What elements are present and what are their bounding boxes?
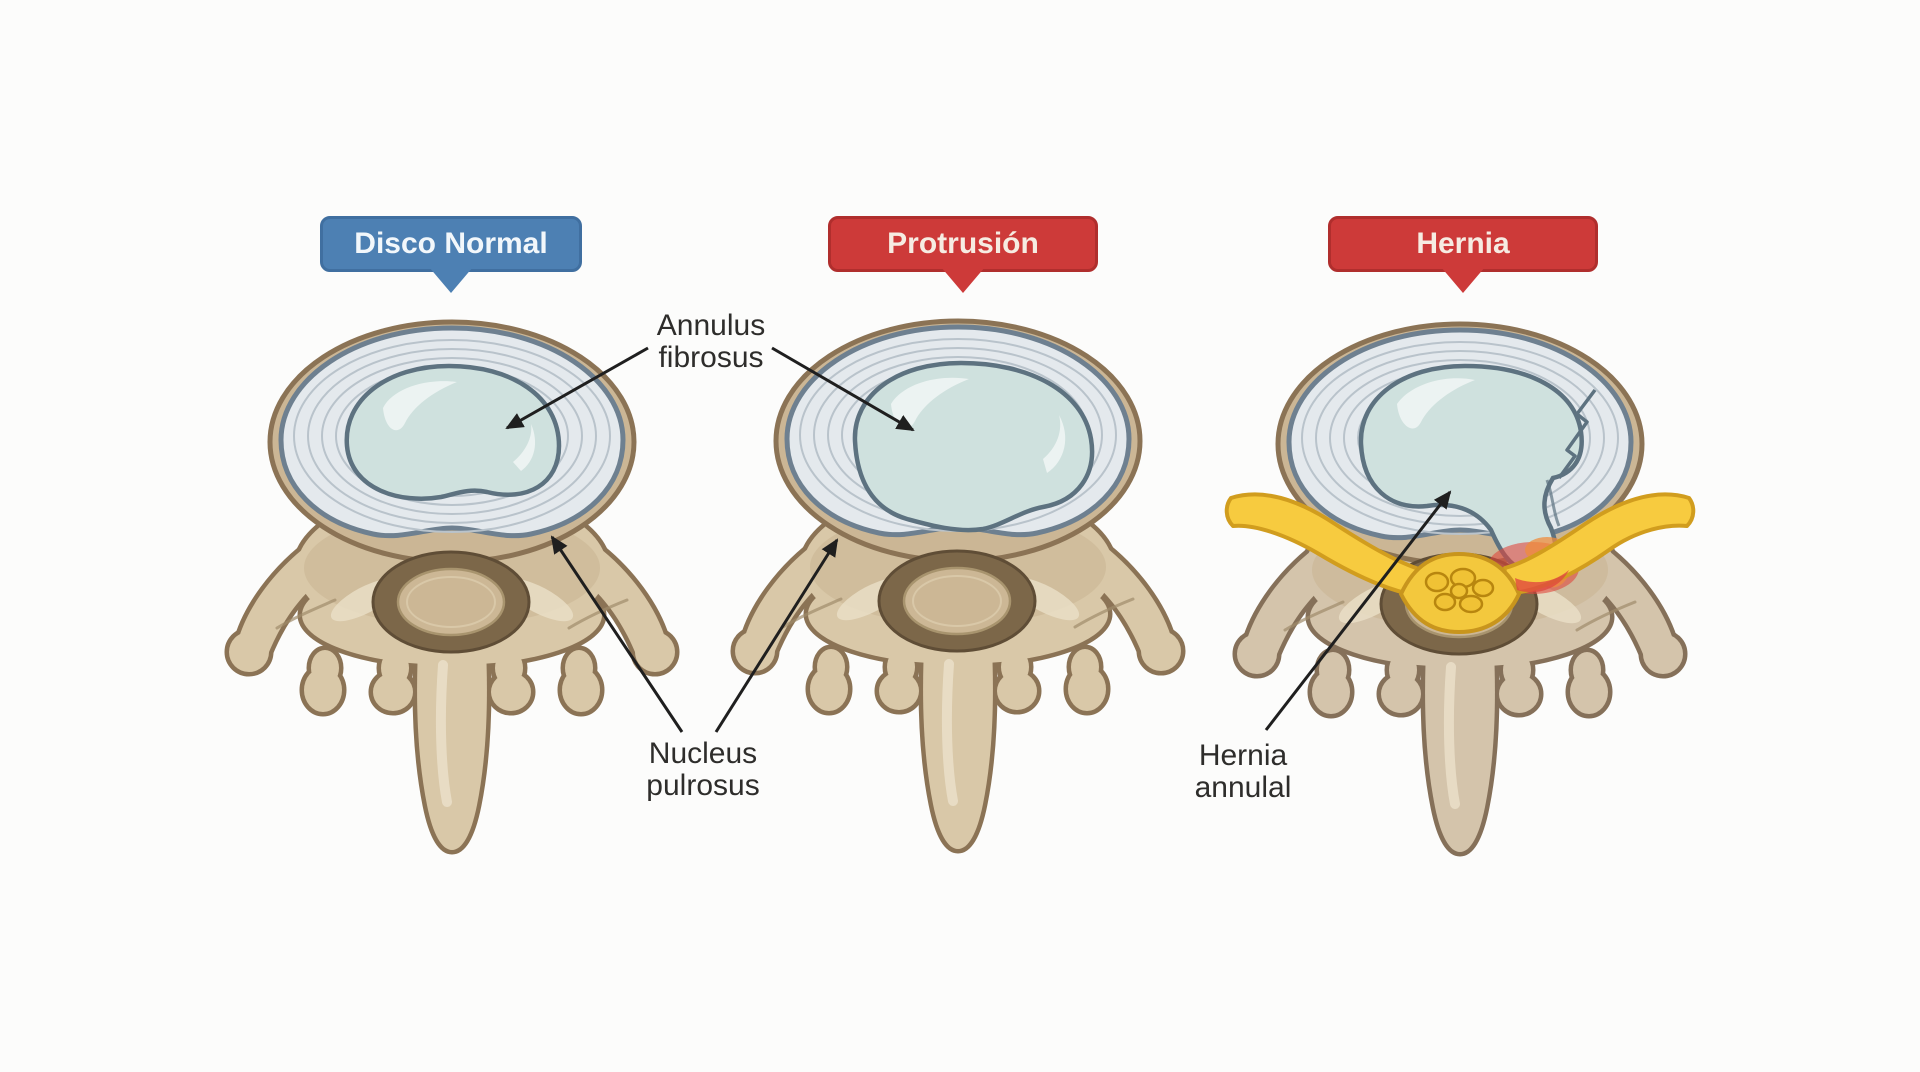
badge-protrusion: Protrusión <box>828 216 1098 272</box>
nucleus-pulposus <box>344 363 562 501</box>
vertebral-canal <box>877 549 1037 653</box>
label-nucleus-pulposus: Nucleus pulrosus <box>646 737 760 802</box>
annulus-crack <box>1557 388 1597 480</box>
badge-protrusion-label: Protrusión <box>887 227 1039 260</box>
badge-hernia: Hernia <box>1328 216 1598 272</box>
badge-disco-normal: Disco Normal <box>320 216 582 272</box>
label-hernia-anular: Hernia annulal <box>1194 739 1292 804</box>
vertebral-canal <box>371 550 531 654</box>
badge-disco-normal-label: Disco Normal <box>354 227 548 260</box>
badge-hernia-label: Hernia <box>1416 227 1510 260</box>
label-annulus-fibrosus: Annulus fibrosus <box>656 309 766 374</box>
figure-disco-normal <box>215 300 695 860</box>
